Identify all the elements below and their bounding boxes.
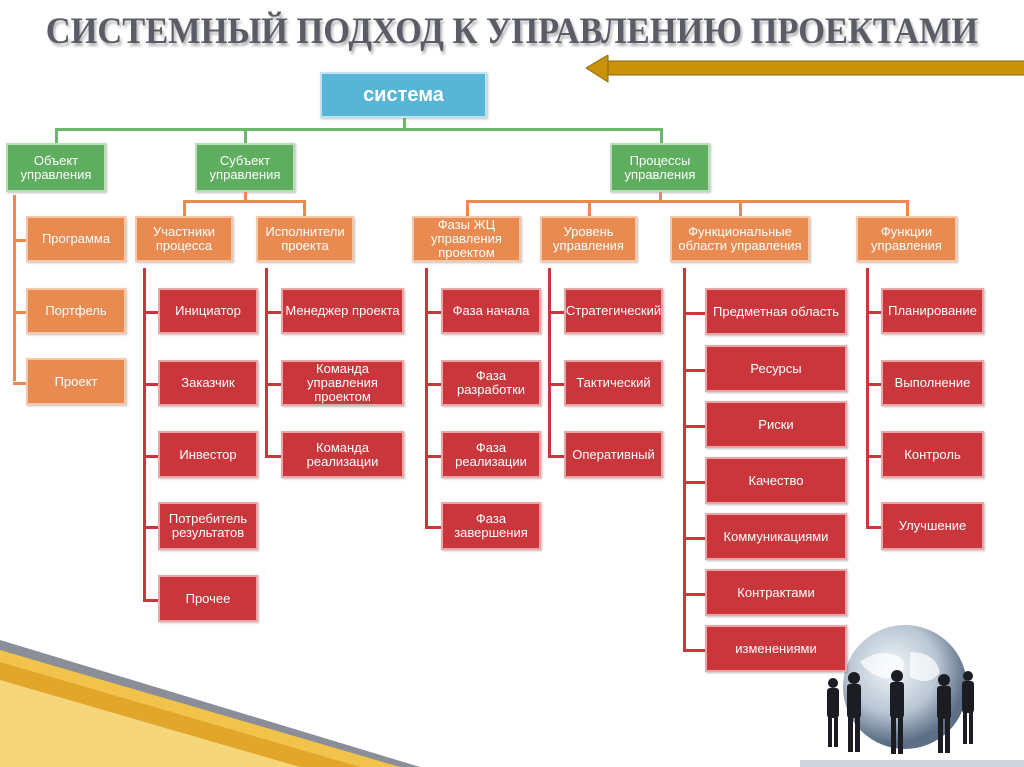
- connector-line: [659, 192, 662, 202]
- connector-line: [183, 200, 186, 216]
- process-item: Контроль: [881, 431, 984, 478]
- connector-line: [183, 200, 305, 203]
- connector-line: [683, 311, 705, 315]
- connector-line: [244, 192, 247, 202]
- connector-line: [739, 200, 742, 216]
- subject-item: Команда управления проектом: [281, 360, 404, 406]
- connector-line: [425, 268, 428, 528]
- level1-node: Процессы управления: [610, 143, 710, 192]
- connector-line: [403, 118, 406, 130]
- connector-line: [548, 454, 564, 458]
- connector-line: [265, 383, 281, 386]
- connector-line: [866, 268, 869, 528]
- process-item: Риски: [705, 401, 847, 448]
- process-item: Коммуникациями: [705, 513, 847, 560]
- object-item: Программа: [26, 216, 126, 262]
- subject-group-header: Участники процесса: [135, 216, 233, 262]
- connector-line: [866, 383, 881, 386]
- connector-line: [683, 424, 705, 428]
- page-title: СИСТЕМНЫЙ ПОДХОД К УПРАВЛЕНИЮ ПРОЕКТАМИ: [45, 11, 979, 52]
- connector-line: [425, 311, 441, 314]
- subject-group-header: Исполнители проекта: [256, 216, 354, 262]
- level1-node: Объект управления: [6, 143, 106, 192]
- process-item: Качество: [705, 457, 847, 504]
- connector-line: [466, 200, 469, 216]
- process-item: Предметная область: [705, 288, 847, 335]
- process-group-header: Функциональные области управления: [670, 216, 810, 262]
- connector-line: [588, 200, 591, 216]
- subject-item: Потребитель результатов: [158, 502, 258, 550]
- connector-line: [13, 381, 26, 385]
- connector-line: [265, 311, 281, 314]
- process-item: Фаза начала: [441, 288, 541, 334]
- arrow-left-icon: [586, 55, 1024, 83]
- connector-line: [683, 536, 705, 540]
- connector-line: [548, 311, 564, 314]
- process-item: Стратегический: [564, 288, 663, 334]
- connector-line: [143, 526, 158, 529]
- connector-line: [466, 200, 908, 203]
- connector-line: [55, 128, 58, 143]
- level1-node: Субъект управления: [195, 143, 295, 192]
- subject-item: Прочее: [158, 575, 258, 622]
- process-group-header: Уровень управления: [540, 216, 637, 262]
- subject-item: Инвестор: [158, 431, 258, 478]
- process-item: Фаза реализации: [441, 431, 541, 478]
- connector-line: [143, 268, 146, 601]
- connector-line: [906, 200, 909, 216]
- connector-line: [143, 383, 158, 386]
- object-item: Портфель: [26, 288, 126, 334]
- connector-line: [265, 268, 268, 457]
- connector-line: [683, 480, 705, 484]
- connector-line: [13, 195, 16, 381]
- connector-line: [683, 648, 705, 652]
- connector-line: [660, 128, 663, 143]
- connector-line: [425, 454, 441, 458]
- connector-line: [683, 368, 705, 372]
- connector-line: [143, 598, 158, 602]
- connector-line: [265, 454, 281, 458]
- process-item: Оперативный: [564, 431, 663, 478]
- root-node: система: [320, 72, 487, 118]
- decorative-stripes: [0, 640, 420, 767]
- connector-line: [143, 311, 158, 314]
- process-item: Фаза разработки: [441, 360, 541, 406]
- connector-line: [425, 383, 441, 386]
- connector-line: [683, 268, 686, 651]
- subject-item: Инициатор: [158, 288, 258, 334]
- connector-line: [548, 268, 551, 457]
- globe-business-people-image: [800, 625, 1024, 767]
- connector-line: [866, 311, 881, 314]
- connector-line: [13, 311, 26, 314]
- connector-line: [866, 454, 881, 458]
- connector-line: [244, 128, 247, 143]
- connector-line: [303, 200, 306, 216]
- subject-item: Менеджер проекта: [281, 288, 404, 334]
- process-item: Выполнение: [881, 360, 984, 406]
- process-item: Фаза завершения: [441, 502, 541, 550]
- process-item: Улучшение: [881, 502, 984, 550]
- connector-line: [55, 128, 662, 131]
- connector-line: [143, 454, 158, 458]
- process-item: Планирование: [881, 288, 984, 334]
- connector-line: [866, 526, 881, 529]
- subject-item: Команда реализации: [281, 431, 404, 478]
- connector-line: [425, 526, 441, 529]
- object-item: Проект: [26, 358, 126, 405]
- process-group-header: Фазы ЖЦ управления проектом: [412, 216, 521, 262]
- connector-line: [13, 239, 26, 242]
- connector-line: [683, 592, 705, 596]
- connector-line: [548, 383, 564, 386]
- process-item: изменениями: [705, 625, 847, 672]
- process-item: Тактический: [564, 360, 663, 406]
- subject-item: Заказчик: [158, 360, 258, 406]
- process-item: Контрактами: [705, 569, 847, 616]
- process-item: Ресурсы: [705, 345, 847, 392]
- process-group-header: Функции управления: [856, 216, 957, 262]
